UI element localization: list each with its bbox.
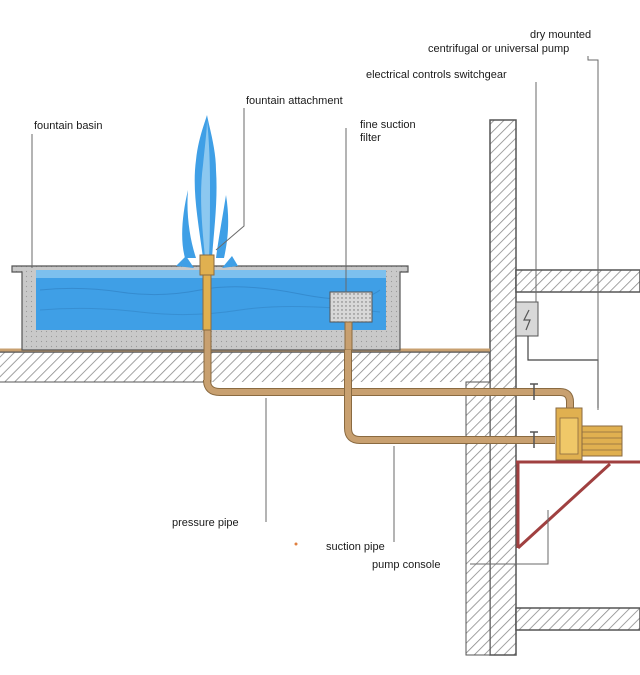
- fountain-attachment: [199, 254, 215, 331]
- pump: [555, 407, 623, 461]
- switchgear: [515, 301, 599, 408]
- label-switchgear: electrical controls switchgear: [366, 69, 507, 81]
- suction-filter: [329, 291, 373, 323]
- ground: [0, 351, 492, 383]
- label-suction-pipe: suction pipe: [326, 541, 385, 553]
- label-pump-line2: centrifugal or universal pump: [428, 43, 569, 55]
- leader-lines: [31, 56, 599, 565]
- pressure-pipe: [203, 329, 574, 408]
- label-pump-line1: dry mounted: [530, 29, 591, 41]
- pump-console: [516, 460, 640, 550]
- label-fountain-attachment: fountain attachment: [246, 95, 343, 107]
- building-wall: [465, 119, 640, 656]
- label-pump-console: pump console: [372, 559, 441, 571]
- fountain-jet: [176, 115, 238, 268]
- label-filter-line2: filter: [360, 132, 381, 144]
- label-filter-line1: fine suction: [360, 119, 416, 131]
- stray-dot: [294, 542, 298, 546]
- label-pressure-pipe: pressure pipe: [172, 517, 239, 529]
- suction-pipe: [344, 321, 555, 448]
- label-fountain-basin: fountain basin: [34, 120, 103, 132]
